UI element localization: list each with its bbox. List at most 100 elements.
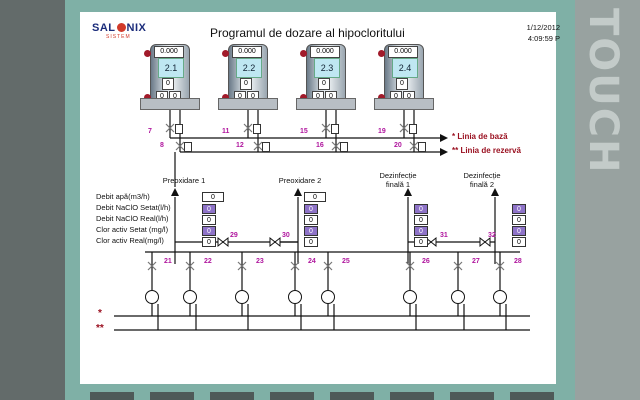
- real-value: 0: [202, 237, 216, 247]
- pump-icon[interactable]: [235, 290, 249, 304]
- alarm-indicator: [144, 50, 151, 57]
- valve-number: 27: [472, 258, 480, 265]
- tank-status: 0: [318, 78, 330, 90]
- reserve-line-label: ** Linia de rezervă: [452, 146, 521, 155]
- flow-value: 0: [304, 192, 326, 202]
- real-value: 0: [512, 237, 526, 247]
- valve-status: [340, 142, 348, 152]
- touch-brand: TOUCH: [580, 8, 630, 208]
- valve-status: [262, 142, 270, 152]
- real-value: 0: [304, 237, 318, 247]
- valve-number: 25: [342, 258, 350, 265]
- setpoint-input[interactable]: 0: [202, 226, 216, 236]
- valve-status: [418, 142, 426, 152]
- setpoint-input[interactable]: 0: [512, 226, 526, 236]
- base-line-label: * Linia de bază: [452, 132, 508, 141]
- logo-suffix: NIX: [126, 22, 147, 34]
- alarm-indicator: [378, 50, 385, 57]
- setpoint-input[interactable]: 0: [202, 204, 216, 214]
- pump-icon[interactable]: [145, 290, 159, 304]
- function-key[interactable]: [330, 392, 374, 400]
- tank-id: 2.2: [236, 58, 262, 78]
- touch-label: TOUCH: [580, 8, 626, 175]
- base-bus-marker: *: [98, 308, 102, 319]
- logo-o-icon: [116, 23, 126, 32]
- function-key[interactable]: [90, 392, 134, 400]
- valve-number: 23: [256, 258, 264, 265]
- valve-status: [175, 124, 183, 134]
- tank-status: 0: [396, 78, 408, 90]
- valve-number: 11: [222, 128, 230, 135]
- setpoint-input[interactable]: 0: [304, 204, 318, 214]
- legend-label: Clor activ Real(mg/l): [96, 236, 164, 245]
- tank-status: 0: [240, 78, 252, 90]
- date-display: 1/12/2012: [526, 23, 560, 32]
- valve-number: 12: [236, 142, 244, 149]
- tank[interactable]: 0.000 2.3 0 0 0: [306, 44, 346, 106]
- real-value: 0: [414, 237, 428, 247]
- legend-label: Debit NaClO Setat(l/h): [96, 203, 171, 212]
- hmi-screen: SAL NIX SISTEM Programul de dozare al hip…: [80, 12, 560, 384]
- tank-level-value: 0.000: [310, 46, 340, 58]
- function-key[interactable]: [390, 392, 434, 400]
- tank-level-value: 0.000: [232, 46, 262, 58]
- alarm-indicator: [144, 94, 151, 101]
- time-display: 4:09:59 P: [527, 34, 560, 43]
- bezel-side: [575, 0, 640, 400]
- valve-number: 31: [440, 232, 448, 239]
- function-key[interactable]: [270, 392, 314, 400]
- tank-base: [296, 98, 356, 110]
- page-title: Programul de dozare al hipocloritului: [210, 26, 405, 40]
- tank[interactable]: 0.000 2.1 0 0 0: [150, 44, 190, 106]
- tank-base: [374, 98, 434, 110]
- setpoint-input[interactable]: 0: [304, 226, 318, 236]
- point-header: Preoxidare 1: [162, 176, 206, 185]
- function-key[interactable]: [150, 392, 194, 400]
- alarm-indicator: [222, 94, 229, 101]
- pump-icon[interactable]: [321, 290, 335, 304]
- setpoint-input[interactable]: 0: [414, 226, 428, 236]
- setpoint-input[interactable]: 0: [512, 204, 526, 214]
- tank[interactable]: 0.000 2.4 0 0 0: [384, 44, 424, 106]
- legend-label: Debit NaClO Real(l/h): [96, 214, 169, 223]
- function-key[interactable]: [210, 392, 254, 400]
- alarm-indicator: [300, 94, 307, 101]
- point-header: Preoxidare 2: [278, 176, 322, 185]
- alarm-indicator: [300, 50, 307, 57]
- flow-value: 0: [202, 192, 224, 202]
- logo-prefix: SAL: [92, 22, 116, 34]
- real-value: 0: [414, 215, 428, 225]
- valve-status: [184, 142, 192, 152]
- pump-icon[interactable]: [403, 290, 417, 304]
- real-value: 0: [202, 215, 216, 225]
- pump-icon[interactable]: [288, 290, 302, 304]
- pump-icon[interactable]: [451, 290, 465, 304]
- valve-number: 32: [488, 232, 496, 239]
- reserve-bus-marker: **: [96, 323, 104, 334]
- tank-id: 2.3: [314, 58, 340, 78]
- pump-icon[interactable]: [493, 290, 507, 304]
- valve-number: 24: [308, 258, 316, 265]
- function-key[interactable]: [510, 392, 554, 400]
- valve-number: 22: [204, 258, 212, 265]
- setpoint-input[interactable]: 0: [414, 204, 428, 214]
- function-key[interactable]: [450, 392, 494, 400]
- salonix-logo: SAL NIX: [92, 22, 146, 34]
- logo-tagline: SISTEM: [106, 34, 131, 40]
- valve-number: 26: [422, 258, 430, 265]
- tank-id: 2.4: [392, 58, 418, 78]
- alarm-indicator: [378, 94, 385, 101]
- valve-number: 29: [230, 232, 238, 239]
- pump-icon[interactable]: [183, 290, 197, 304]
- valve-status: [409, 124, 417, 134]
- valve-number: 21: [164, 258, 172, 265]
- tank-base: [218, 98, 278, 110]
- valve-number: 30: [282, 232, 290, 239]
- point-header: Dezinfecție finală 2: [463, 171, 501, 189]
- tank-base: [140, 98, 200, 110]
- tank[interactable]: 0.000 2.2 0 0 0: [228, 44, 268, 106]
- valve-number: 19: [378, 128, 386, 135]
- valve-number: 15: [300, 128, 308, 135]
- valve-number: 7: [148, 128, 152, 135]
- real-value: 0: [304, 215, 318, 225]
